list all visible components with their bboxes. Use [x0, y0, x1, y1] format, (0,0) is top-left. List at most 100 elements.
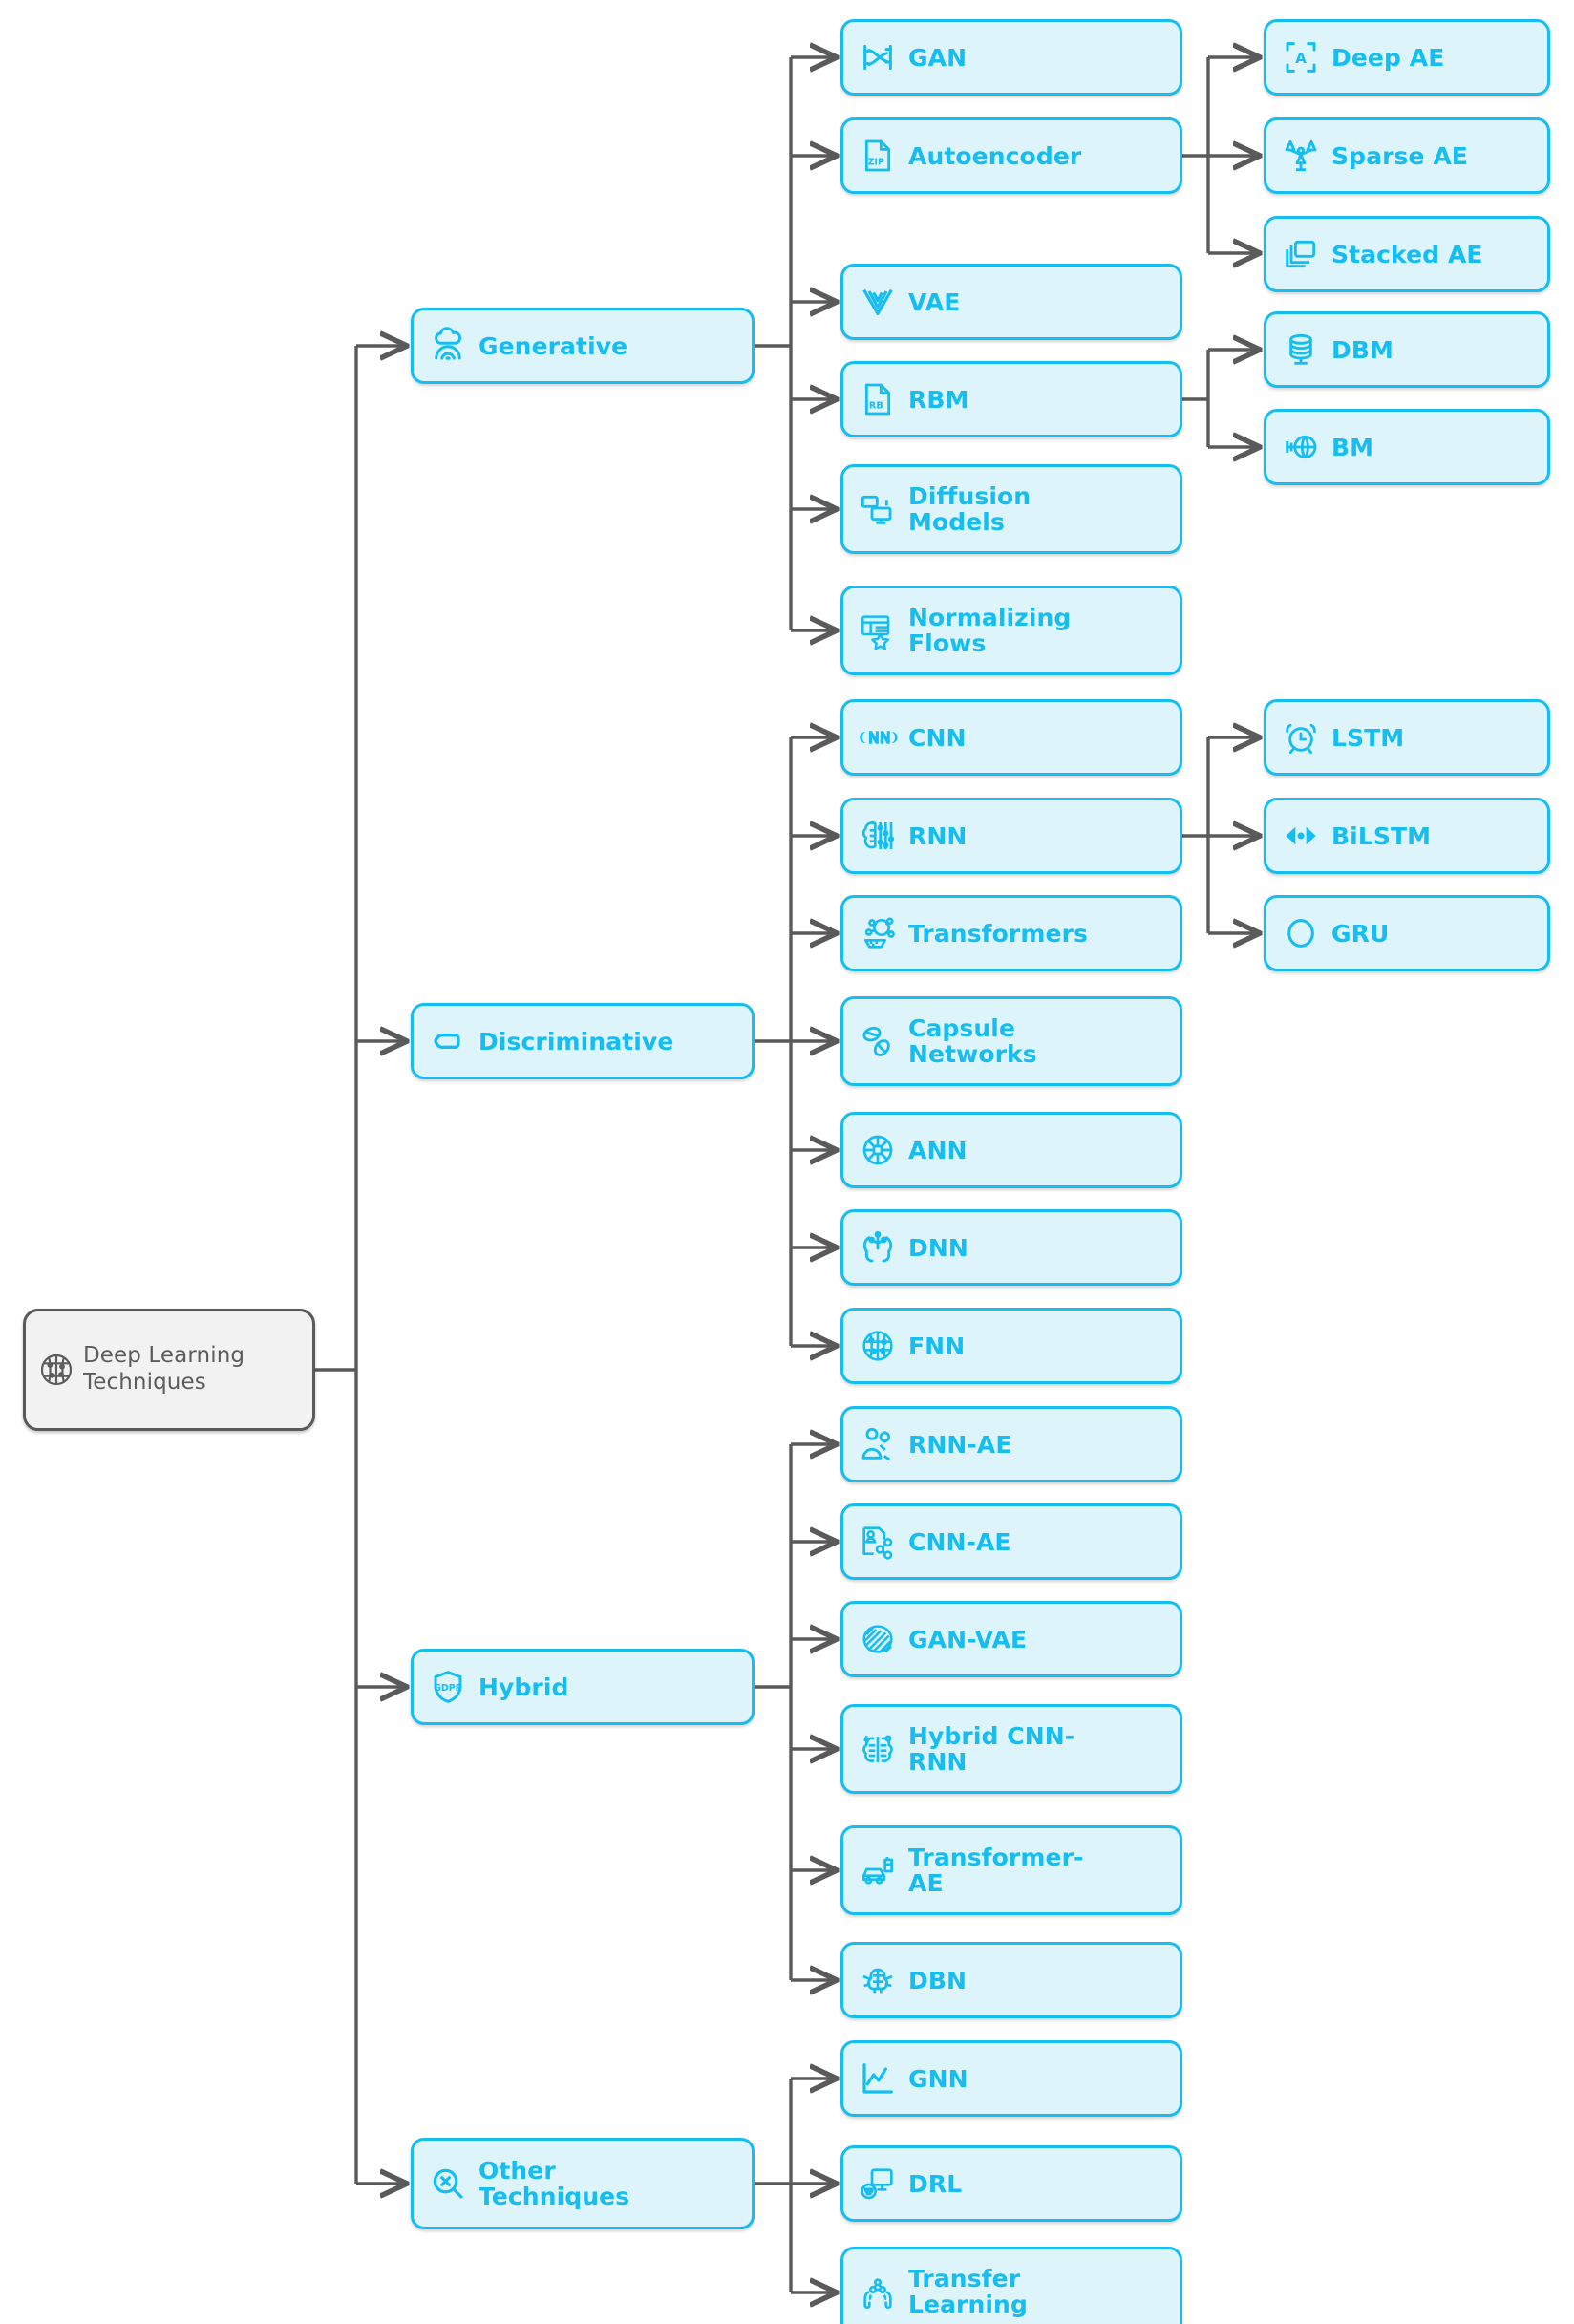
- line-chart-icon: [857, 2057, 899, 2100]
- leaf-node-rnn[interactable]: RNN: [840, 798, 1182, 874]
- leaf-node-label: GRU: [1331, 919, 1390, 948]
- leaf-node-gan-vae[interactable]: GAN-VAE: [840, 1601, 1182, 1677]
- leaf-node-label: DNN: [908, 1233, 968, 1262]
- bracket-a-icon: A: [1280, 36, 1322, 78]
- leaf-node-normalizing-flows[interactable]: Normalizing Flows: [840, 586, 1182, 675]
- leaf-node-label: RBM: [908, 385, 969, 414]
- leaf-node-label: DBN: [908, 1966, 968, 1994]
- leaf-node-label: Hybrid CNN- RNN: [908, 1722, 1075, 1776]
- leaf-node-label: BiLSTM: [1331, 821, 1432, 850]
- leaf-node-label: RNN: [908, 821, 968, 850]
- nodes-graph-icon: [857, 912, 899, 954]
- leaf-node-rnn-ae[interactable]: RNN-AE: [840, 1406, 1182, 1482]
- leaf-node-label: Normalizing Flows: [908, 604, 1072, 657]
- leaf-node-stacked-ae[interactable]: Stacked AE: [1264, 216, 1550, 292]
- file-share-icon: [857, 1521, 899, 1563]
- branch-node-other-techniques[interactable]: Other Techniques: [411, 2138, 755, 2229]
- leaf-node-rbm[interactable]: RB RBM: [840, 361, 1182, 437]
- leaf-node-label: Autoencoder: [908, 141, 1082, 170]
- screen-robot-icon: [857, 2163, 899, 2205]
- leaf-node-capsule-networks[interactable]: Capsule Networks: [840, 996, 1182, 1086]
- brain-split-icon: [857, 1226, 899, 1269]
- leaf-node-sparse-ae[interactable]: Sparse AE: [1264, 117, 1550, 194]
- leaf-node-fnn[interactable]: FNN: [840, 1308, 1182, 1384]
- bidirectional-icon: [1280, 815, 1322, 857]
- cloud-network-icon: [427, 325, 469, 367]
- svg-text:ZIP: ZIP: [868, 157, 884, 167]
- leaf-node-deep-ae[interactable]: A Deep AE: [1264, 19, 1550, 96]
- leaf-node-label: RNN-AE: [908, 1430, 1012, 1459]
- leaf-node-label: CNN: [908, 723, 967, 752]
- branch-node-label: Generative: [479, 331, 628, 360]
- leaf-node-transformer-ae[interactable]: Transformer- AE: [840, 1825, 1182, 1915]
- brain-icon: [37, 1351, 75, 1389]
- shape-outline-icon: [427, 1020, 469, 1062]
- capsules-icon: [857, 1020, 899, 1062]
- leaf-node-diffusion-models[interactable]: Diffusion Models: [840, 464, 1182, 554]
- leaf-node-drl[interactable]: DRL: [840, 2145, 1182, 2222]
- leaf-node-label: DBM: [1331, 335, 1393, 364]
- leaf-node-dbm[interactable]: DBM: [1264, 311, 1550, 388]
- leaf-node-label: FNN: [908, 1332, 966, 1360]
- leaf-node-bilstm[interactable]: BiLSTM: [1264, 798, 1550, 874]
- person-gear-icon: [857, 1423, 899, 1465]
- search-x-icon: [427, 2163, 469, 2205]
- leaf-node-autoencoder[interactable]: ZIP Autoencoder: [840, 117, 1182, 194]
- leaf-node-gru[interactable]: GRU: [1264, 895, 1550, 971]
- leaf-node-gan[interactable]: GAN: [840, 19, 1182, 96]
- leaf-node-label: CNN-AE: [908, 1527, 1011, 1556]
- branch-node-discriminative[interactable]: Discriminative: [411, 1003, 755, 1079]
- rb-file-icon: RB: [857, 378, 899, 420]
- network-globe-icon: [1280, 426, 1322, 468]
- car-transform-icon: [857, 1849, 899, 1891]
- leaf-node-transformers[interactable]: Transformers: [840, 895, 1182, 971]
- leaf-node-vae[interactable]: VAE: [840, 264, 1182, 340]
- leaf-node-label: GAN-VAE: [908, 1625, 1028, 1653]
- leaf-node-label: Transformers: [908, 919, 1088, 948]
- svg-text:GDPR: GDPR: [434, 1683, 462, 1694]
- root-node-deep-learning-techniques[interactable]: Deep Learning Techniques: [23, 1309, 315, 1431]
- branch-node-hybrid[interactable]: GDPR Hybrid: [411, 1649, 755, 1725]
- leaf-node-cnn[interactable]: CNN: [840, 699, 1182, 776]
- cnn-logo-icon: [857, 716, 899, 758]
- leaf-node-label: GAN: [908, 43, 968, 72]
- branch-node-label: Discriminative: [479, 1027, 674, 1055]
- branch-node-generative[interactable]: Generative: [411, 308, 755, 384]
- brain-circuit-icon: [857, 815, 899, 857]
- svg-text:A: A: [1295, 50, 1307, 67]
- leaf-node-label: Transfer Learning: [908, 2265, 1028, 2318]
- leaf-node-label: DRL: [908, 2169, 963, 2198]
- screens-icon: [857, 488, 899, 530]
- gdpr-shield-icon: GDPR: [427, 1666, 469, 1708]
- leaf-node-lstm[interactable]: LSTM: [1264, 699, 1550, 776]
- brain-dense-icon: [857, 1325, 899, 1367]
- leaf-node-dnn[interactable]: DNN: [840, 1209, 1182, 1286]
- circle-icon: [1280, 912, 1322, 954]
- hatched-brain-icon: [857, 1618, 899, 1660]
- leaf-node-dbn[interactable]: DBN: [840, 1942, 1182, 2018]
- stacked-layers-icon: [1280, 233, 1322, 275]
- leaf-node-ann[interactable]: ANN: [840, 1112, 1182, 1188]
- leaf-node-label: LSTM: [1331, 723, 1405, 752]
- leaf-node-gnn[interactable]: GNN: [840, 2040, 1182, 2117]
- list-star-icon: [857, 609, 899, 651]
- alarm-clock-icon: [1280, 716, 1322, 758]
- leaf-node-label: VAE: [908, 288, 961, 316]
- leaf-node-cnn-ae[interactable]: CNN-AE: [840, 1503, 1182, 1580]
- leaf-node-label: ANN: [908, 1136, 968, 1164]
- leaf-node-label: Transformer- AE: [908, 1844, 1084, 1897]
- brain-chip-icon: [857, 1129, 899, 1171]
- leaf-node-label: Deep AE: [1331, 43, 1445, 72]
- leaf-node-transfer-learning[interactable]: Transfer Learning: [840, 2247, 1182, 2324]
- database-icon: [1280, 329, 1322, 371]
- leaf-node-label: Sparse AE: [1331, 141, 1468, 170]
- branch-node-label: Other Techniques: [479, 2157, 630, 2210]
- hands-atom-icon: [857, 2271, 899, 2313]
- leaf-node-hybrid-cnn-rnn[interactable]: Hybrid CNN- RNN: [840, 1704, 1182, 1794]
- zip-file-icon: ZIP: [857, 135, 899, 177]
- leaf-node-label: Diffusion Models: [908, 482, 1032, 536]
- dna-molecule-icon: [857, 36, 899, 78]
- brain-wings-icon: [857, 1959, 899, 2001]
- leaf-node-bm[interactable]: BM: [1264, 409, 1550, 485]
